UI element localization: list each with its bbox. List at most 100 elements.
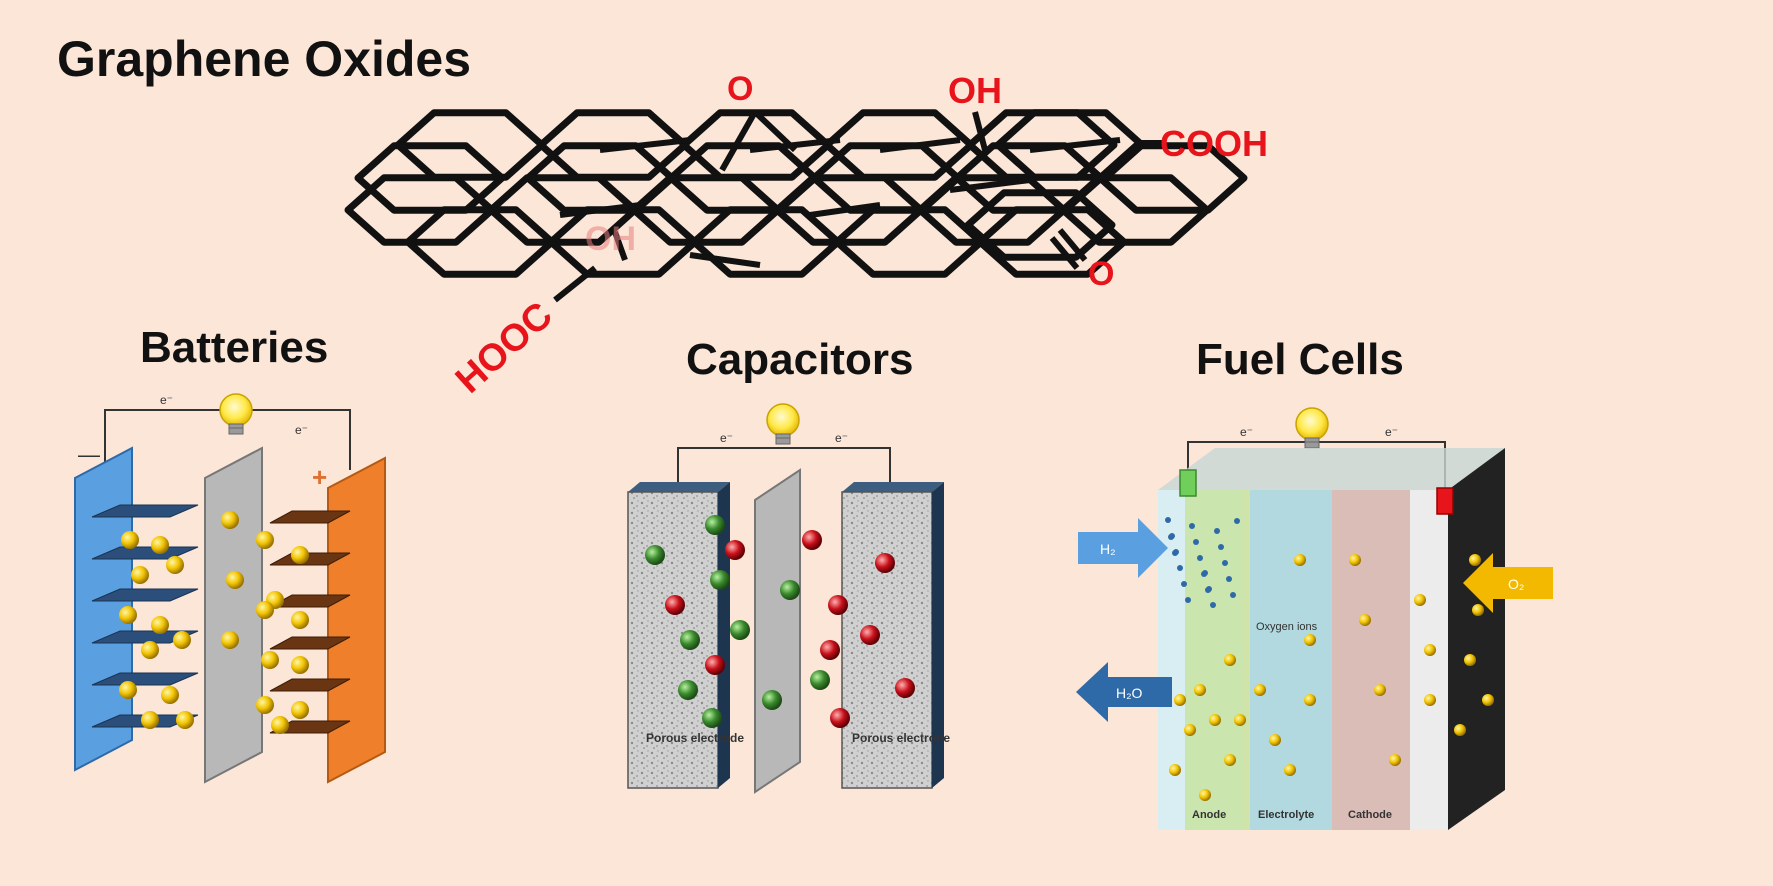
lithium-ion-particle [141,641,159,659]
anion-particle [820,640,840,660]
oxygen-particle [1224,754,1236,766]
hydrogen-molecule [1218,544,1224,550]
double-bond [599,137,691,153]
oxygen-particle [1224,654,1236,666]
hydrogen-molecule [1177,565,1183,571]
hydrogen-molecule [1172,550,1178,556]
hydrogen-molecule [1185,597,1191,603]
battery-illustration: e⁻ e⁻ — + [74,393,386,784]
fuel-cell-electrolyte-layer [1250,490,1332,830]
battery-bulb-icon [219,393,253,435]
fuel-cell-cathode-current-collector [1448,448,1505,830]
battery-cathode-layer [269,636,351,650]
lithium-ion-particle [221,631,239,649]
ion-particle [780,580,800,600]
oxygen-particle [1304,694,1316,706]
lithium-ion-particle [119,606,137,624]
fuel-cell-cathode-gas-layer [1410,490,1448,830]
h2-inlet-arrow [1078,518,1168,578]
lithium-ion-particle [261,651,279,669]
h2-inlet-label: H₂ [1100,541,1116,557]
lithium-ion-particle [161,686,179,704]
oxygen-ions-label: Oxygen ions [1256,621,1318,633]
cation-particle [702,708,722,728]
oxygen-particle [1199,789,1211,801]
lithium-ion-particle [119,681,137,699]
double-bond [949,177,1031,193]
batteries-title: Batteries [140,323,328,372]
capacitor-right-electrode [841,491,933,789]
hydrogen-molecule [1234,518,1240,524]
oxygen-particle [1389,754,1401,766]
oxygen-particle [1424,694,1436,706]
lithium-ion-particle [271,716,289,734]
battery-separator [204,446,263,784]
anion-particle [828,595,848,615]
oxygen-particle [1359,614,1371,626]
capacitor-electron-right: e⁻ [835,431,848,445]
double-bond [689,252,761,268]
battery-electron-left: e⁻ [160,393,173,407]
lithium-ion-particle [291,656,309,674]
lithium-ion-particle [221,511,239,529]
battery-anode-plate [74,446,133,772]
lithium-ion-particle [291,611,309,629]
lithium-ion-particle [256,601,274,619]
fuel-cell-electron-right: e⁻ [1385,425,1398,439]
lithium-ion-particle [256,531,274,549]
lithium-ion-particle [141,711,159,729]
hydrogen-molecule [1205,587,1211,593]
lithium-ion-particle [176,711,194,729]
oxygen-particle [1209,714,1221,726]
oxygen-particle [1269,734,1281,746]
electrolyte-label: Electrolyte [1258,809,1314,821]
oxygen-particle [1482,694,1494,706]
capacitor-right-electrode-side [932,482,944,788]
oxygen-particle [1174,694,1186,706]
ion-particle [725,540,745,560]
ion-particle [705,655,725,675]
o2-inlet-arrow [1463,553,1553,613]
h2o-outlet-label: H₂O [1116,685,1143,701]
h2o-outlet-arrow [1076,662,1172,722]
lithium-ion-particle [121,531,139,549]
capacitor-illustration: e⁻ e⁻ Porous electrode Porous electrode [627,403,950,794]
oxygen-particle [1169,764,1181,776]
lithium-ion-particle [151,536,169,554]
cation-particle [680,630,700,650]
cation-particle [730,620,750,640]
fuel-cell-electron-left: e⁻ [1240,425,1253,439]
capacitor-bulb-icon [766,403,800,445]
capacitor-electron-left: e⁻ [720,431,733,445]
capacitor-left-electrode-top [628,482,730,492]
double-bond [749,137,841,153]
fuel-cells-title: Fuel Cells [1196,335,1404,384]
graphene-ring [976,206,1128,278]
oxygen-particle [1284,764,1296,776]
battery-cathode-layer [269,594,351,608]
fuel-cell-negative-terminal [1179,469,1197,497]
capacitor-left-electrode [627,491,719,789]
anion-particle [830,708,850,728]
hydrogen-molecule [1181,581,1187,587]
carboxyl-right-label: COOH [1160,123,1268,164]
battery-anode-layer [91,504,199,518]
main-title: Graphene Oxides [57,31,471,87]
fuel-cell-illustration: e⁻ e⁻ H₂ O₂ H₂O Oxygen ions Anode Electr… [1076,407,1553,830]
lithium-ion-particle [166,556,184,574]
hydrogen-molecule [1201,571,1207,577]
capacitor-separator [754,468,801,794]
double-bond [559,202,641,218]
double-bond [879,137,961,153]
oxygen-particle [1472,604,1484,616]
hydroxyl-center-label: OH [585,220,636,258]
ion-particle [665,595,685,615]
battery-cathode-layer [269,678,351,692]
hydrogen-molecule [1193,539,1199,545]
battery-cathode-layer [269,510,351,524]
cation-particle [645,545,665,565]
fuel-cell-top-face [1158,448,1505,490]
hydrogen-molecule [1168,534,1174,540]
battery-anode-layer [91,630,199,644]
